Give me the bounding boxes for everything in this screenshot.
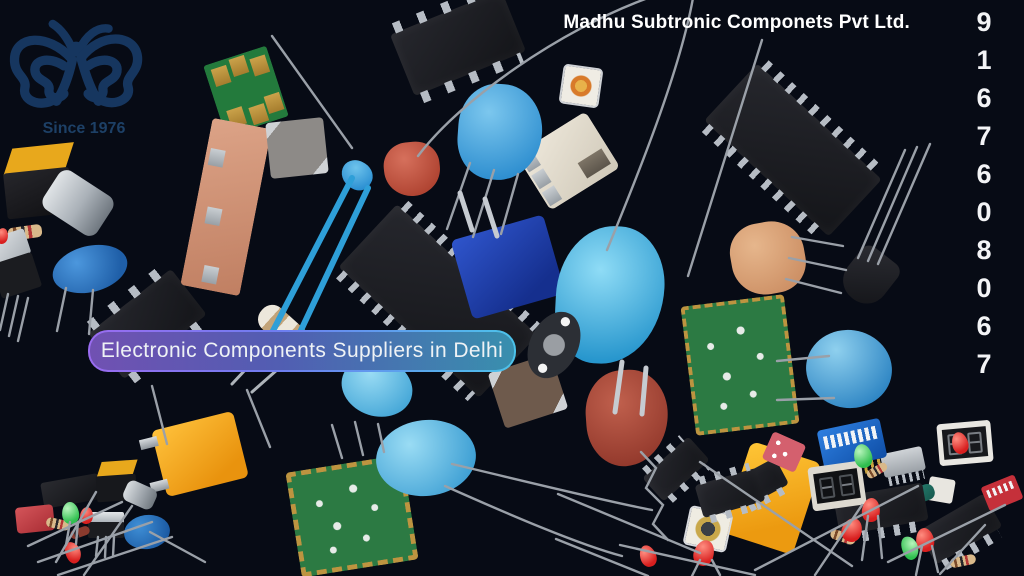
ntc-thermistor-bead <box>336 154 378 196</box>
ic-pins <box>761 60 885 177</box>
dip-ic-8pin <box>390 0 526 104</box>
to220-body <box>0 251 43 300</box>
film-capacitor-orange <box>138 410 249 498</box>
segment-digit <box>967 431 983 454</box>
phone-digit: 6 <box>976 83 992 113</box>
seven-segment-display <box>807 460 867 512</box>
ceramic-disc-capacitor-blue <box>47 237 133 301</box>
smd-led <box>558 63 604 109</box>
butterfly-logo <box>9 19 143 108</box>
display-window <box>813 468 861 504</box>
phone-digit: 6 <box>976 311 992 341</box>
green-pcb-module <box>680 294 800 436</box>
since-label: Since 1976 <box>42 120 126 137</box>
ic-pins <box>391 0 497 34</box>
phone-digit: 6 <box>976 159 992 189</box>
dip-switch-actuators <box>986 480 1015 499</box>
capacitor-tab <box>138 436 159 451</box>
led-red <box>62 539 84 566</box>
tagline-banner: Electronic Components Suppliers in Delhi <box>88 330 516 372</box>
dip-switch-red <box>980 474 1024 512</box>
phone-digit: 9 <box>976 7 992 37</box>
ceramic-disc-capacitor-blue <box>121 511 173 553</box>
phone-digit: 8 <box>976 235 992 265</box>
phone-digit: 7 <box>976 121 992 151</box>
phone-digit: 7 <box>976 349 992 379</box>
phone-number-vertical: 9 1 6 7 6 0 8 0 6 7 <box>971 7 997 379</box>
ceramic-disc-capacitor-blue <box>800 324 898 414</box>
tagline-text: Electronic Components Suppliers in Delhi <box>100 339 504 362</box>
smd-chip-capacitor-gray <box>265 117 329 179</box>
led-green <box>60 501 81 525</box>
drop-capacitor-red <box>381 139 443 199</box>
filter-network-tan <box>725 216 811 300</box>
dip-ic-24pin <box>701 60 885 240</box>
company-name: Madhu Subtronic Componets Pvt Ltd. <box>563 12 910 33</box>
resistor-network-sip <box>879 445 927 487</box>
phone-digit: 0 <box>976 197 992 227</box>
phone-digit: 0 <box>976 273 992 303</box>
phone-digit: 1 <box>976 45 992 75</box>
trimmer-capacitor-blue <box>450 214 566 320</box>
to220-transistor <box>88 512 124 538</box>
to220-body <box>88 522 124 538</box>
dip-ic-small <box>694 462 766 524</box>
segment-digit <box>838 473 856 496</box>
segment-digit <box>818 476 836 499</box>
led-red <box>636 542 660 570</box>
copper-ceramic-substrate <box>180 117 272 297</box>
dip-switch-actuators <box>822 425 879 450</box>
to92-transistor <box>834 241 904 313</box>
